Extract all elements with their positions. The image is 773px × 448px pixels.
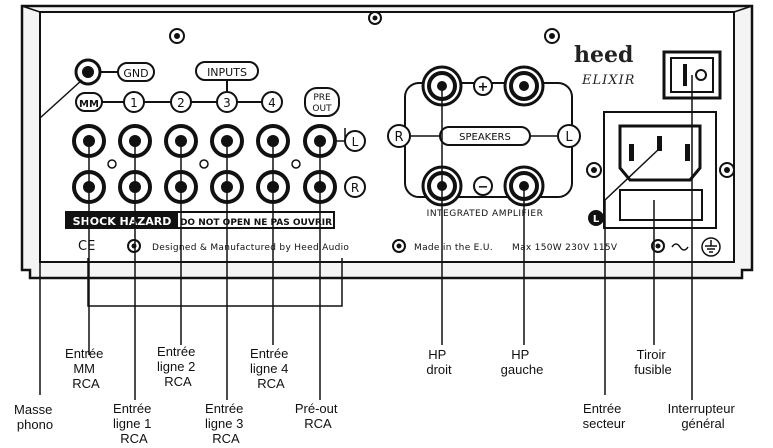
callout-hp-gauche: HP gauche xyxy=(501,347,544,377)
screw-icon xyxy=(586,162,602,178)
integrated-amplifier-label: INTEGRATED AMPLIFIER xyxy=(427,209,544,219)
input-3-label: 3 xyxy=(223,96,231,110)
fuse-mark-label: L xyxy=(593,214,600,225)
leader-lines xyxy=(39,75,693,400)
screw-icon xyxy=(719,162,735,178)
speakers-label: SPEAKERS xyxy=(459,132,511,143)
callout-interrupteur: Interrupteur général xyxy=(668,401,739,431)
iec-socket: L xyxy=(586,111,735,229)
callout-entree-ligne-4: Entrée ligne 4 RCA xyxy=(250,346,292,391)
brand-elixir: ELIXIR xyxy=(581,73,635,88)
binding-post-icon xyxy=(503,65,545,107)
ac-symbol-icon xyxy=(671,243,689,251)
shock-hazard-warning: SHOCK HAZARD DO NOT OPEN NE PAS OUVRIR xyxy=(65,211,335,229)
input-4-label: 4 xyxy=(268,96,276,110)
screw-icon xyxy=(368,11,382,25)
input-2-label: 2 xyxy=(177,96,185,110)
gnd-label: GND xyxy=(123,67,148,80)
brand-logo: heed ELIXIR xyxy=(574,42,635,88)
callout-pre-out: Pré-out RCA xyxy=(295,401,341,431)
input-1-label: 1 xyxy=(130,96,138,110)
minus-label: − xyxy=(478,180,489,195)
inputs-label: INPUTS xyxy=(207,66,247,79)
ground-symbol-icon xyxy=(701,237,721,257)
callout-labels: Masse phono Entrée MM RCA Entrée ligne 1… xyxy=(14,344,739,446)
shock-hazard-label: SHOCK HAZARD xyxy=(73,215,172,228)
switch-on-mark xyxy=(683,64,687,86)
callout-entree-mm: Entrée MM RCA xyxy=(65,346,107,391)
callout-hp-droit: HP droit xyxy=(426,347,452,377)
mm-label: MM xyxy=(79,99,99,110)
speaker-left-label: L xyxy=(565,130,573,145)
screw-icon xyxy=(392,239,406,253)
pre-out-right-label: R xyxy=(351,181,359,195)
callout-entree-ligne-1: Entrée ligne 1 RCA xyxy=(113,401,155,446)
input-bracket xyxy=(87,258,343,307)
callout-tiroir-fusible: Tiroir fusible xyxy=(634,347,672,377)
gnd-terminal: GND xyxy=(74,58,155,86)
callout-entree-ligne-3: Entrée ligne 3 RCA xyxy=(205,401,247,446)
do-not-open-label: DO NOT OPEN NE PAS OUVRIR xyxy=(180,218,332,228)
callout-entree-secteur: Entrée secteur xyxy=(583,401,626,431)
speaker-right-label: R xyxy=(394,130,403,145)
made-in-label: Made in the E.U. xyxy=(414,243,493,253)
pre-out-left-label: L xyxy=(352,135,359,149)
pre-out-header: PRE OUT xyxy=(304,87,340,117)
bottom-info-strip: CE Designed & Manufactured by Heed Audio… xyxy=(78,237,721,257)
screw-icon xyxy=(544,28,560,44)
callout-entree-ligne-2: Entrée ligne 2 RCA xyxy=(157,344,199,389)
input-numbers: MM 1 2 3 4 xyxy=(75,91,283,113)
switch-off-mark xyxy=(695,69,707,81)
fuse-drawer xyxy=(619,189,703,221)
screw-icon xyxy=(127,239,141,253)
plus-label: + xyxy=(478,80,489,95)
power-spec-label: Max 150W 230V 115V xyxy=(512,243,618,253)
callout-masse-phono: Masse phono xyxy=(14,402,56,432)
pre-out-label-line2: OUT xyxy=(312,104,332,114)
inputs-header: INPUTS xyxy=(195,61,259,92)
screw-icon xyxy=(651,239,665,253)
brand-heed: heed xyxy=(574,42,633,68)
speaker-terminals: + − SPEAKERS R L INTEGRATED AMPLIFIER xyxy=(387,65,581,219)
designed-by-label: Designed & Manufactured by Heed Audio xyxy=(152,243,349,253)
top-screws xyxy=(169,11,560,44)
pre-out-channel-markers: L R xyxy=(336,128,366,198)
ce-mark: CE xyxy=(78,239,95,254)
pre-out-label-line1: PRE xyxy=(313,93,331,103)
screw-icon xyxy=(169,28,185,44)
